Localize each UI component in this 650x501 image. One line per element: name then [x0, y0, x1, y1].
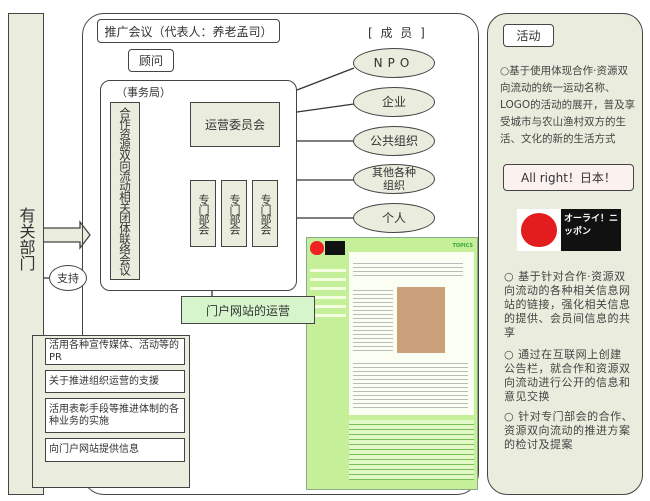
topics-label: TOPICS: [452, 243, 473, 249]
subcommittee-box: 专门部会: [221, 180, 247, 247]
activity-bullet: ○ 通过在互联网上创建公告栏，就合作和资源双向流动进行公开的信息和意见交换: [504, 348, 631, 403]
article-photo: [397, 287, 445, 353]
support-item: 活用表彰手段等推进体制的各种业务的实施: [45, 398, 185, 433]
activities-title: 活动: [503, 24, 554, 47]
member-npo: NPO: [353, 48, 435, 78]
related-dept-label: 有关部门: [16, 207, 36, 271]
site-nav: [310, 263, 346, 318]
secretariat-label: （事务局）: [116, 86, 171, 99]
steering-committee-box: 运营委员会: [190, 102, 280, 147]
article-text: [353, 360, 468, 410]
logo-text: オーライ！ニッポン: [561, 209, 621, 251]
news-list: [349, 420, 474, 480]
advisor-box: 顾问: [128, 49, 174, 72]
support-item: 向门户网站提供信息: [45, 438, 185, 462]
members-label: [ 成 员 ]: [368, 26, 427, 40]
logo-mark: [325, 241, 345, 255]
activities-intro: ○基于使用体现合作·资源双向流动的统一运动名称、LOGO的活动的展开，普及享受城…: [500, 65, 636, 145]
support-ellipse: 支持: [49, 265, 87, 291]
subcommittee-box: 专门部会: [252, 180, 278, 247]
portal-site-preview: TOPICS: [306, 237, 478, 490]
slogan-box: All right！日本！: [503, 164, 634, 191]
member-other-org: 其他各种组织: [353, 164, 435, 194]
activities-panel: 活动 ○基于使用体现合作·资源双向流动的统一运动名称、LOGO的活动的展开，普及…: [487, 13, 643, 495]
support-item: 关于推进组织运营的支援: [45, 370, 185, 393]
liaison-council-box: 合作资源双向流动相关团体联络会议: [110, 102, 140, 280]
campaign-logo: オーライ！ニッポン: [517, 209, 621, 251]
portal-operation-box: 门户网站的运营: [181, 296, 315, 324]
member-public-org: 公共组织: [353, 126, 435, 156]
member-company: 企业: [353, 87, 435, 117]
promotion-council-frame: [82, 13, 479, 495]
logo-heart-icon: [310, 241, 324, 255]
activity-bullet: ○ 基于针对合作·资源双向流动的各种相关信息网站的链接，强化相关信息的提供、会员…: [504, 270, 631, 339]
arrow-icon: [42, 220, 91, 250]
article-text: [353, 260, 463, 278]
article-text: [353, 287, 393, 352]
member-individual: 个人: [353, 203, 435, 233]
promotion-council-title: 推广会议（代表人：养老孟司）: [97, 19, 280, 43]
activity-bullet: ○ 针对专门部会的合作、资源双向流动的推进方案的检讨及提案: [504, 410, 634, 451]
support-item: 活用各种宣传媒体、活动等的PR: [45, 338, 185, 365]
heart-face-icon: [517, 209, 561, 251]
article-area: [349, 252, 474, 415]
subcommittee-box: 专门部会: [190, 180, 216, 247]
